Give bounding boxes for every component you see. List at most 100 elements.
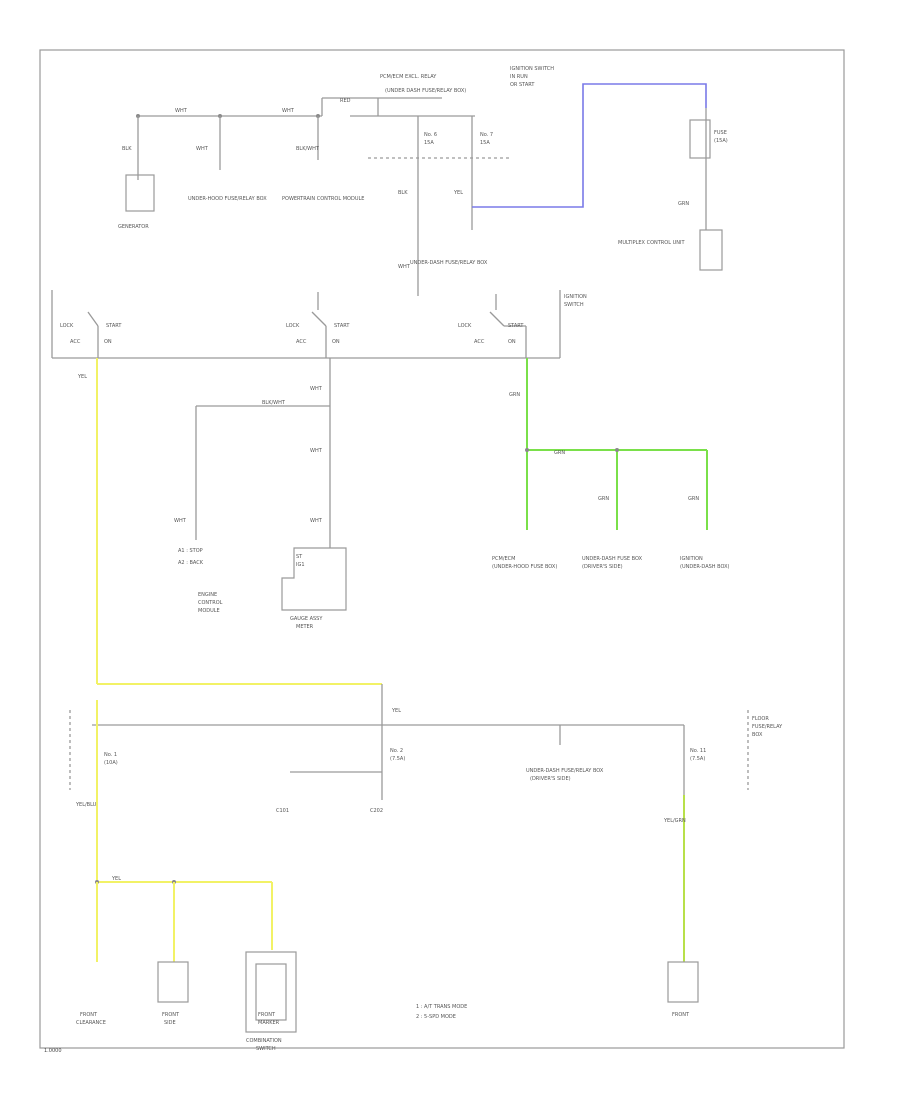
component-label: PCM/ECM [492,556,515,562]
engine-label: ENGINE [198,592,217,598]
wire-label: RED [340,98,351,104]
connector-label: C101 [276,808,289,814]
switch-label: ACC [474,339,485,345]
gauge-pin-label: ST [296,554,303,560]
lamp-label: FRONT [162,1012,180,1018]
relay-label: PCM/ECM EXCL. RELAY [380,74,437,80]
connector-label: C202 [370,808,383,814]
wire-label: YEL/BLU [75,802,97,808]
lamp-label: SWITCH [256,1046,276,1052]
gauge-label: GAUGE ASSY [290,616,323,622]
legend-item: 2 : 5-SPD MODE [416,1014,456,1020]
footer-code: 1.0000 [44,1048,62,1054]
fuse-label: 15A [480,140,490,146]
legend-item: 1 : A/T TRANS MODE [416,1004,467,1010]
lamp-label: FRONT [672,1012,690,1018]
connector-label: A2 : BACK [178,560,204,566]
fuse-label: FUSE [714,130,727,136]
wire-label: WHT [398,264,411,270]
switch-label: ACC [70,339,81,345]
switch-label: LOCK [286,323,300,329]
wire-label: GRN [688,496,699,502]
ign-label: IGNITION SWITCH [510,66,554,72]
lamp-box [157,961,189,1003]
diagram-frame [39,49,845,1049]
lamp-label: SIDE [164,1020,176,1026]
ign-label: IN RUN [510,74,528,80]
multiplex-box [699,229,723,271]
wire-label: GRN [554,450,565,456]
sensor-label: UNDER-HOOD FUSE/RELAY BOX [188,196,267,202]
switch-label: START [508,323,524,329]
lamp-label: CLEARANCE [76,1020,106,1026]
fuse-label: No. 11 [690,748,706,754]
lamp-label: COMBINATION [246,1038,282,1044]
fuse-box-label: UNDER-DASH FUSE/RELAY BOX [526,768,604,774]
generator-label: GENERATOR [118,224,149,230]
component-label: IGNITION [680,556,703,562]
component-label: (DRIVER'S SIDE) [582,564,623,570]
switch-label: ACC [296,339,307,345]
floor-label: BOX [752,732,763,738]
wire-label: WHT [196,146,209,152]
floor-label: FLOOR [752,716,769,722]
fuse-label: 15A [424,140,434,146]
relay-sub: (UNDER DASH FUSE/RELAY BOX) [385,88,466,94]
ign-label: OR START [510,82,535,88]
wire-label: BLK/WHT [262,400,286,406]
wire-label: BLK [398,190,408,196]
switch-contact [311,311,327,327]
fuse-label: No. 6 [424,132,437,138]
switch-label: ON [508,339,516,345]
fuse-label: (15A) [714,138,728,144]
engine-label: MODULE [198,608,220,614]
fuse-label: No. 7 [480,132,493,138]
lamp-label: FRONT [258,1012,276,1018]
wire-label: YEL/GRN [663,818,686,824]
wire-label: YEL [453,190,463,196]
floor-label: FUSE/RELAY [752,724,783,730]
switch-label: LOCK [60,323,74,329]
component-label: UNDER-DASH FUSE BOX [582,556,643,562]
switch-label: LOCK [458,323,472,329]
wire-label: GRN [678,201,689,207]
wire-label: BLK/WHT [296,146,320,152]
wire-label: WHT [310,386,323,392]
wire-label: YEL [391,708,401,714]
generator-box [125,174,155,212]
wire-label: WHT [175,108,188,114]
pcm-label: POWERTRAIN CONTROL MODULE [282,196,364,202]
switch-label: START [334,323,350,329]
switch-label: ON [104,339,112,345]
fuse-label: (10A) [104,760,118,766]
lamp-label: FRONT [80,1012,98,1018]
splice-dot [525,448,529,452]
switch-label: START [106,323,122,329]
wire-label: YEL [111,876,121,882]
fuse-box-label: UNDER-DASH FUSE/RELAY BOX [410,260,488,266]
switch-contact [489,311,505,327]
wire-label: BLK [122,146,132,152]
switch-label: ON [332,339,340,345]
lamp-inner [255,963,287,1021]
fuse-label: No. 1 [104,752,117,758]
gauge-pin-label: IG1 [296,562,305,568]
blue-wire [472,83,707,208]
fuse-box-label: (DRIVER'S SIDE) [530,776,571,782]
fuse-label: No. 2 [390,748,403,754]
fuse-right-box [689,119,711,159]
wire-label: WHT [310,518,323,524]
wire-label: GRN [598,496,609,502]
wire-label: WHT [310,448,323,454]
multiplex-label: MULTIPLEX CONTROL UNIT [618,240,685,246]
gauge-label: METER [296,624,314,630]
engine-label: CONTROL [198,600,223,606]
component-label: (UNDER-HOOD FUSE BOX) [492,564,557,570]
wire-label: WHT [282,108,295,114]
gauge-box [281,547,347,611]
ign-switch-label: IGNITION [564,294,587,300]
wire-label: GRN [509,392,520,398]
splice-dot [615,448,619,452]
lamp-box [667,961,699,1003]
component-label: (UNDER-DASH BOX) [680,564,730,570]
